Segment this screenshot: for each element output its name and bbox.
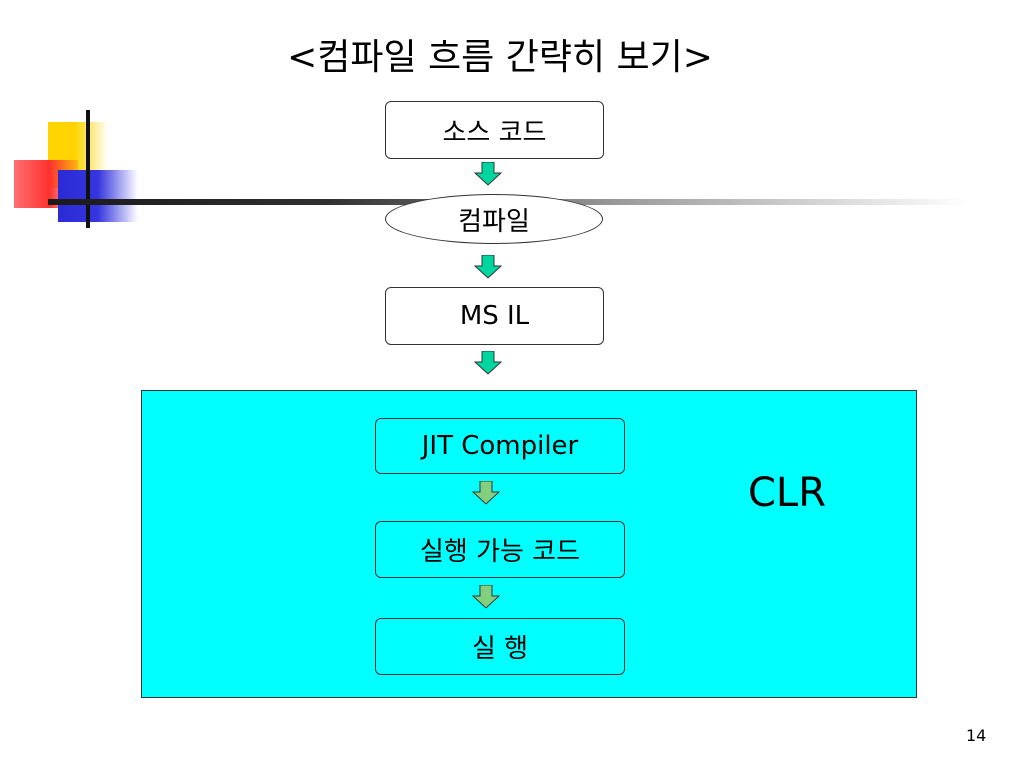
page-number: 14 <box>966 726 987 745</box>
arrow-down-icon <box>474 255 502 279</box>
node-jit-compiler: JIT Compiler <box>375 418 625 474</box>
node-execute: 실 행 <box>375 618 625 675</box>
node-compile: 컴파일 <box>385 194 603 244</box>
node-ms-il: MS IL <box>385 287 604 345</box>
arrow-down-icon <box>472 481 500 505</box>
arrow-down-icon <box>472 585 500 609</box>
arrow-down-icon <box>474 351 502 375</box>
decor-vertical-line <box>86 110 90 228</box>
arrow-down-icon <box>474 162 502 186</box>
node-executable-code: 실행 가능 코드 <box>375 521 625 578</box>
node-source-code: 소스 코드 <box>385 101 604 159</box>
slide-title: <컴파일 흐름 간략히 보기> <box>287 37 713 78</box>
decor-blue-square <box>58 170 138 222</box>
clr-label: CLR <box>748 470 827 516</box>
